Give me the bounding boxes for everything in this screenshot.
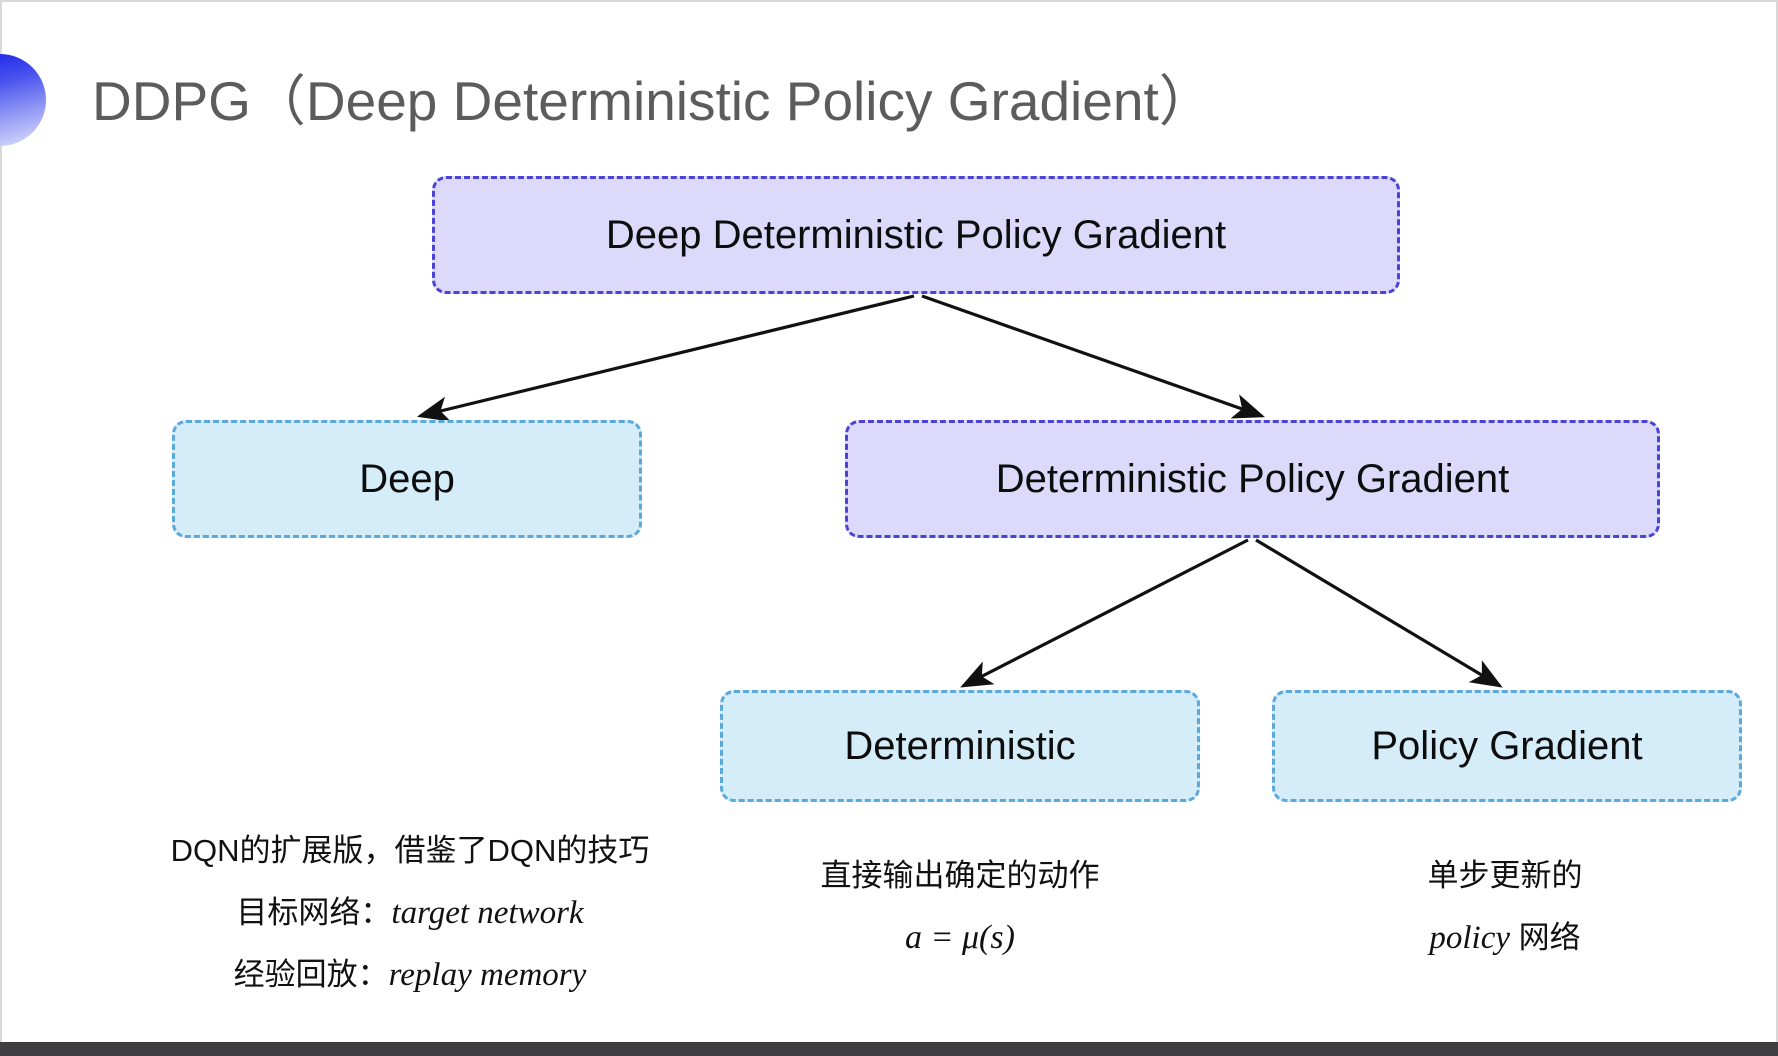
slide-frame-bottom	[0, 1042, 1778, 1056]
caption-policy-gradient-line-2: policy 网络	[1280, 907, 1730, 969]
caption-deterministic-formula: a = μ(s)	[905, 919, 1015, 956]
caption-deep-line-1: DQN的扩展版，借鉴了DQN的技巧	[170, 833, 650, 868]
edge-root-to-deep	[416, 294, 915, 422]
caption-deterministic-line-1: 直接输出确定的动作	[820, 858, 1100, 893]
edge-dpg-to-policy-gradient	[1255, 538, 1503, 688]
node-deep[interactable]: Deep	[172, 420, 642, 538]
caption-deep-line-3-label: 经验回放：	[233, 957, 389, 992]
caption-deep: DQN的扩展版，借鉴了DQN的技巧 目标网络：target network 经验…	[150, 820, 670, 1006]
node-policy-gradient[interactable]: Policy Gradient	[1272, 690, 1742, 802]
caption-policy-gradient-term: policy	[1429, 920, 1510, 956]
slide-frame-top	[0, 0, 1778, 2]
page-title: DDPG（Deep Deterministic Policy Gradient）	[92, 70, 1214, 132]
edge-root-to-dpg	[921, 294, 1266, 419]
caption-deep-line-2-term: target network	[391, 895, 584, 931]
caption-deep-line-2: 目标网络：target network	[150, 882, 670, 944]
caption-deep-line-3-term: replay memory	[388, 957, 587, 993]
caption-deep-line-3: 经验回放：replay memory	[150, 944, 670, 1006]
caption-policy-gradient-line-1: 单步更新的	[1427, 858, 1583, 893]
caption-policy-gradient: 单步更新的 policy 网络	[1280, 845, 1730, 969]
node-deep-deterministic-policy-gradient[interactable]: Deep Deterministic Policy Gradient	[432, 176, 1400, 294]
caption-deterministic: 直接输出确定的动作 a = μ(s)	[700, 845, 1220, 969]
title-accent-halfcircle-icon	[0, 54, 46, 146]
node-deterministic-policy-gradient[interactable]: Deterministic Policy Gradient	[845, 420, 1660, 538]
slide-frame-left	[0, 0, 2, 1056]
slide-frame-right	[1776, 0, 1778, 1056]
caption-policy-gradient-suffix: 网络	[1510, 920, 1581, 955]
edge-dpg-to-deterministic	[960, 538, 1249, 688]
caption-deep-line-2-label: 目标网络：	[236, 895, 392, 930]
node-deterministic[interactable]: Deterministic	[720, 690, 1200, 802]
